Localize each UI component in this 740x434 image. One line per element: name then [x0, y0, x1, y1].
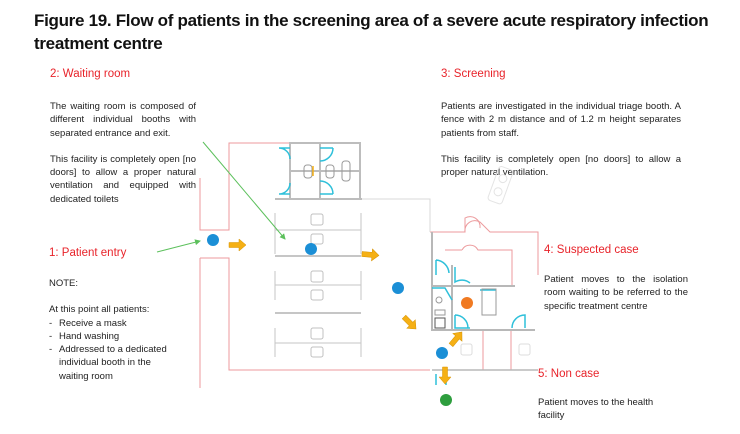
shower-icon: [434, 309, 446, 316]
cabinet-icon: [434, 317, 446, 329]
toilet-block: [275, 142, 362, 200]
screening-label: 3: Screening: [441, 68, 506, 80]
toilet-icon: [303, 164, 313, 179]
note-item: Hand washing: [49, 330, 179, 344]
screening-chairs: [460, 343, 531, 356]
chair-icon: [310, 233, 324, 245]
chair-icon: [310, 346, 324, 358]
stretcher-watermark: [487, 166, 514, 205]
screening-description: Patients are investigated in the individ…: [441, 100, 681, 179]
patient-dot-triage: [436, 347, 448, 359]
arrow-right-icon: [228, 238, 247, 252]
wall-lower-left-inner: [200, 257, 430, 371]
note-heading: NOTE:: [49, 278, 79, 289]
toilet-fixtures: [303, 160, 351, 182]
patient-dot-screening: [392, 282, 404, 294]
booth-row: [274, 328, 362, 357]
isolation-block-red-walls: [432, 216, 539, 370]
waiting-room-outline: [362, 198, 431, 232]
bed-icon: [481, 288, 497, 316]
suspected-case-label: 4: Suspected case: [544, 244, 639, 256]
chair-icon: [310, 327, 324, 340]
waiting-room-label: 2: Waiting room: [50, 68, 131, 80]
non-case-dot: [440, 394, 452, 406]
toilet-icon: [341, 160, 351, 182]
booth-row: [274, 213, 362, 254]
non-case-description: Patient moves to the health facility: [538, 397, 654, 422]
chair-icon: [460, 343, 473, 356]
chair-icon: [310, 213, 324, 226]
screening-paragraph: Patients are investigated in the individ…: [441, 101, 681, 139]
screening-paragraph: This facility is completely open [no doo…: [441, 153, 681, 179]
arrow-down-right-icon: [401, 314, 417, 330]
isolation-fixtures: [434, 288, 497, 329]
toilet-icon: [325, 164, 335, 179]
isolation-block-grey-walls: [431, 232, 538, 371]
waiting-booths: [274, 213, 362, 357]
patient-dot-waiting: [305, 243, 317, 255]
patient-entry-pointer: [156, 239, 201, 253]
arrow-up-right-icon: [448, 331, 463, 347]
patient-dot-entry: [207, 234, 219, 246]
suspected-case-dot: [461, 297, 473, 309]
sink-icon: [435, 296, 443, 304]
note-item: Receive a mask: [49, 317, 179, 331]
suspected-case-description: Patient moves to the isolation room wait…: [544, 274, 688, 312]
patient-entry-label: 1: Patient entry: [49, 247, 127, 259]
non-case-label: 5: Non case: [538, 368, 600, 380]
patient-entry-note: NOTE: At this point all patients: Receiv…: [49, 277, 179, 383]
figure-title: Figure 19. Flow of patients in the scree…: [34, 11, 709, 53]
wall-upper-left: [199, 142, 300, 231]
arrow-right-icon: [361, 248, 380, 262]
waiting-room-paragraph: The waiting room is composed of differen…: [50, 101, 196, 139]
chair-icon: [310, 270, 324, 283]
note-intro: At this point all patients:: [49, 304, 150, 316]
arrow-down-icon: [438, 366, 452, 385]
note-list: Receive a mask Hand washing Addressed to…: [49, 317, 179, 383]
booth-row: [274, 271, 362, 300]
flow-arrows: [228, 238, 463, 385]
waiting-room-paragraph: This facility is completely open [no doo…: [50, 153, 196, 205]
booth-chairs: [310, 213, 324, 358]
chair-icon: [310, 289, 324, 301]
chair-icon: [518, 343, 531, 356]
note-item: Addressed to a dedicated individual boot…: [49, 343, 179, 383]
toilet-doors: [278, 147, 334, 195]
waiting-room-pointer: [202, 141, 286, 240]
waiting-room-description: The waiting room is composed of differen…: [50, 100, 196, 206]
